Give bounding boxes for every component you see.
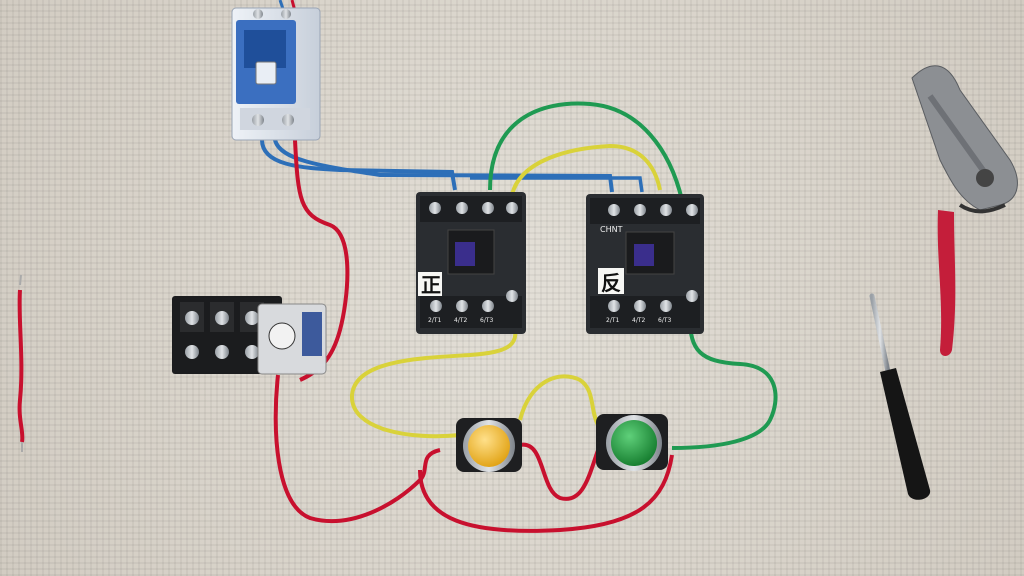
wire-yellow-top (510, 143, 662, 196)
wire-green-bottom (671, 317, 778, 450)
terminal-label: 4/T2 (454, 317, 468, 324)
contactor-forward: 正 2/T1 4/T2 6/T3 (416, 192, 526, 334)
terminal-label: 2/T1 (606, 317, 620, 324)
screwdriver (869, 293, 931, 500)
wire-green-top (488, 101, 684, 201)
wire-red-bottom (273, 374, 441, 524)
contactor-reverse: CHNT 反 2/T1 4/T2 6/T3 (586, 194, 704, 334)
green-push-button (596, 414, 668, 471)
wire-yellow-bridge (518, 374, 600, 426)
reverse-label: 反 (601, 271, 621, 295)
wire-blue-1 (260, 139, 457, 191)
circuit-breaker (231, 7, 321, 141)
terminal-label: 4/T2 (632, 317, 646, 324)
brand-label: CHNT (600, 225, 623, 234)
wire-blue-2 (273, 139, 614, 193)
wire-red-breaker (293, 139, 350, 382)
terminal-label: 6/T3 (658, 317, 672, 324)
thermal-overload-relay (172, 296, 327, 375)
terminal-label: 6/T3 (480, 317, 494, 324)
forward-label: 正 (421, 273, 441, 297)
wire-blue-3 (470, 176, 644, 193)
yellow-push-button (456, 418, 522, 472)
wire-red-loop (418, 454, 674, 533)
loose-red-wire (17, 289, 25, 443)
terminal-label: 2/T1 (428, 317, 442, 324)
wire-stripper (911, 65, 1018, 356)
wire-red-between (519, 442, 602, 501)
wire-yellow-bottom (349, 317, 518, 439)
